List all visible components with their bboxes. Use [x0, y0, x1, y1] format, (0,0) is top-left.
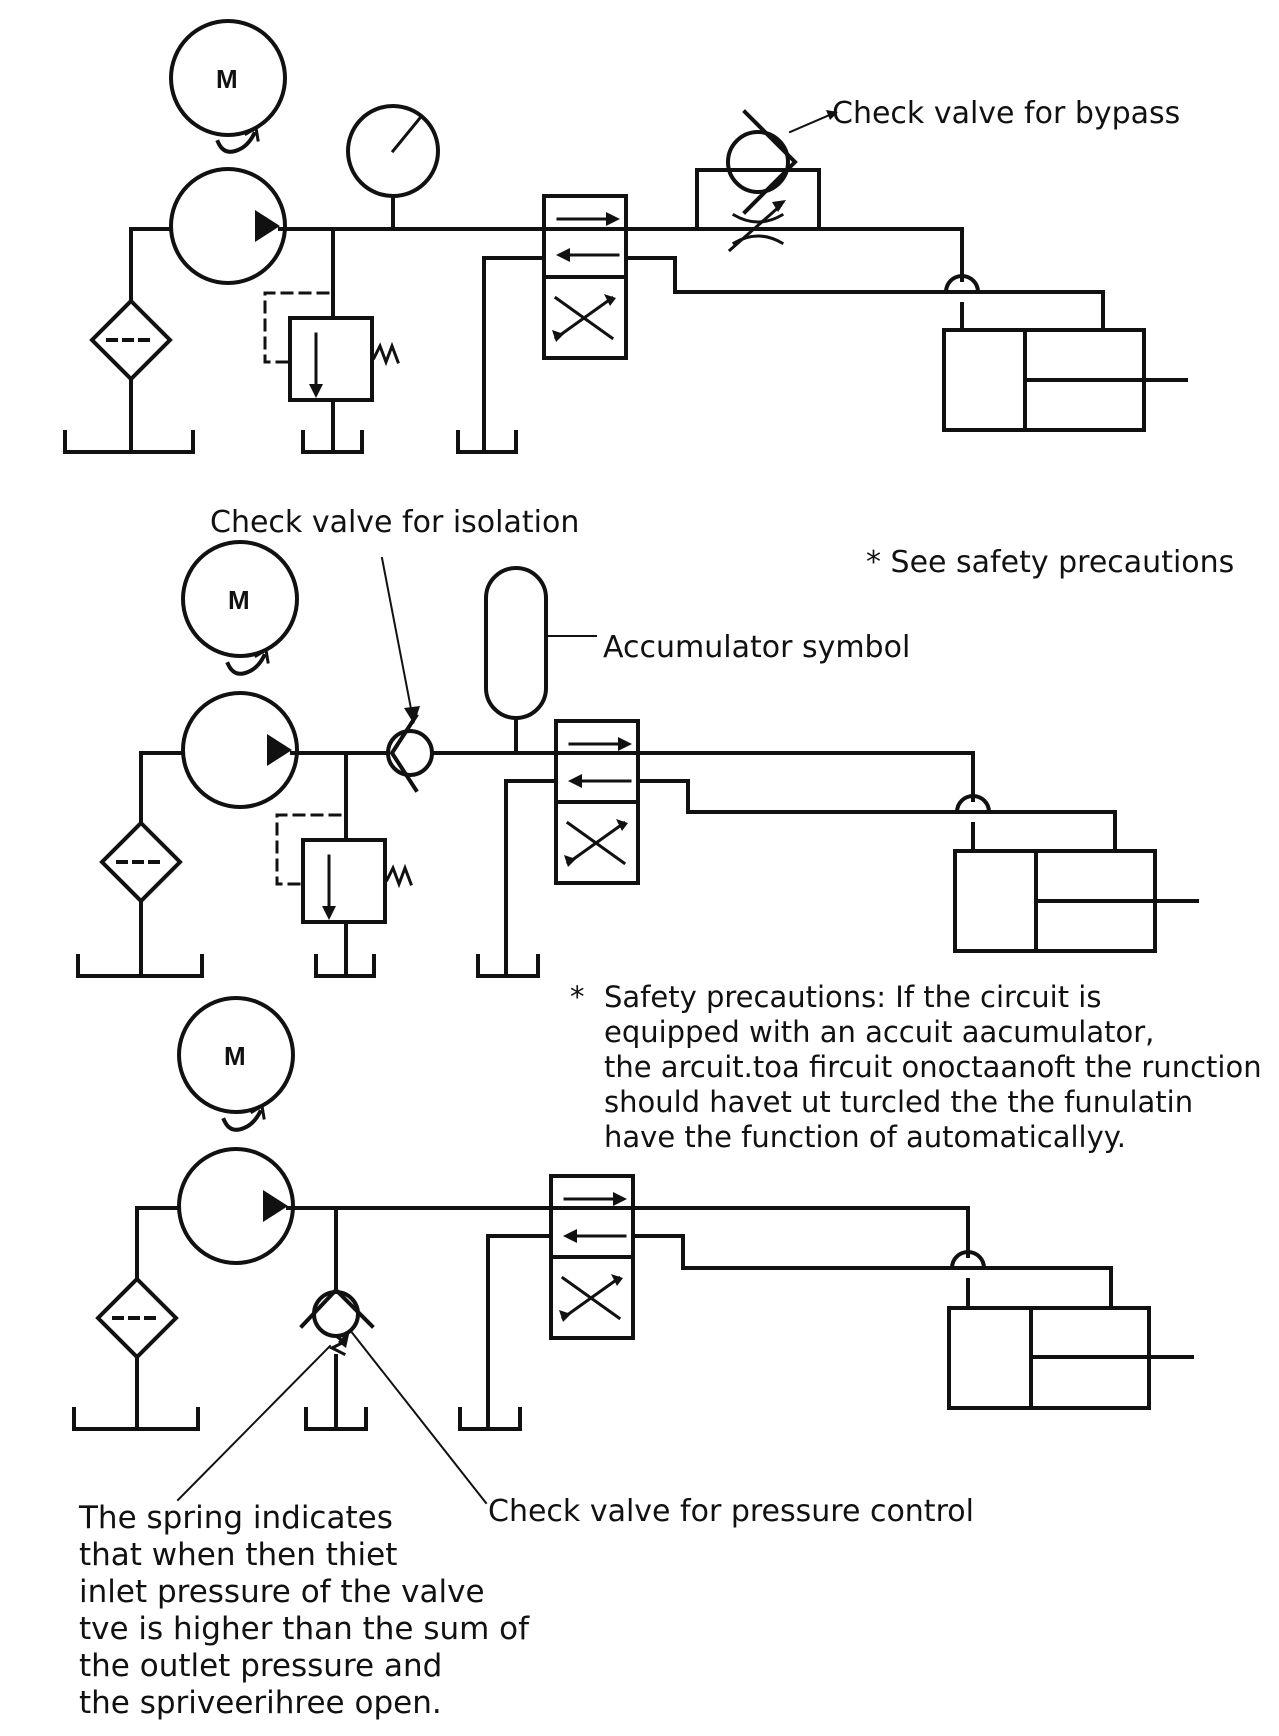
tank-symbol	[65, 432, 193, 452]
pump-symbol-2	[183, 693, 297, 807]
spring-note-line-3: inlet pressure of the valve	[79, 1574, 485, 1610]
circuit-isolation: M	[78, 542, 1197, 976]
accumulator-symbol	[486, 568, 546, 718]
pressure-control-check-valve-symbol	[314, 1292, 358, 1336]
motor-label: M	[216, 64, 238, 94]
motor-label-3: M	[224, 1041, 246, 1071]
see-safety-star: *	[866, 545, 881, 580]
relief-valve-symbol-2	[303, 840, 385, 922]
coupling-symbol	[218, 134, 254, 152]
safety-note-line-1: *Safety precautions: If the circuit is	[570, 980, 1102, 1014]
spring-note-line-1: The spring indicates	[79, 1500, 393, 1536]
motor-symbol	[171, 21, 285, 135]
safety-note-line-5: have the function of automaticallyy.	[604, 1120, 1126, 1154]
motor-label-2: M	[228, 585, 250, 615]
spring-note-line-6: the spriveerihree open.	[79, 1685, 442, 1721]
circuit-bypass: M	[65, 21, 1186, 452]
pressure-control-check-label: Check valve for pressure control	[488, 1494, 974, 1529]
spring-note-line-2: that when then thiet	[79, 1537, 398, 1573]
safety-note-star: *	[570, 980, 585, 1014]
bypass-check-valve-symbol	[728, 132, 788, 192]
see-safety-text: See safety precautions	[890, 545, 1235, 580]
safety-note-line-4: should havet ut turcled the the funulati…	[604, 1085, 1194, 1119]
isolation-check-label: Check valve for isolation	[210, 505, 580, 540]
safety-note: *Safety precautions: If the circuit is e…	[570, 980, 1262, 1155]
spring-note: The spring indicates that when then thie…	[79, 1500, 529, 1722]
safety-note-line-2: equipped with an accuit aacumulator,	[604, 1015, 1155, 1049]
isolation-check-valve-symbol	[388, 731, 432, 775]
spring-note-line-4: tve is higher than the sum of	[79, 1611, 530, 1647]
see-safety-label: * See safety precautions	[866, 545, 1234, 580]
bypass-check-label: Check valve for bypass	[832, 96, 1181, 131]
bypass-loop	[697, 170, 819, 229]
spring-note-line-5: the outlet pressure and	[79, 1648, 443, 1684]
safety-note-line-3: the arcuit.toa fircuit onoctaanoft the r…	[604, 1050, 1262, 1084]
relief-valve-symbol	[290, 318, 372, 400]
circuit-pressure-control: M	[74, 998, 1192, 1503]
pump-symbol	[171, 169, 285, 283]
motor-symbol-3	[179, 998, 293, 1112]
motor-symbol-2	[183, 542, 297, 656]
accumulator-label: Accumulator symbol	[603, 630, 911, 665]
